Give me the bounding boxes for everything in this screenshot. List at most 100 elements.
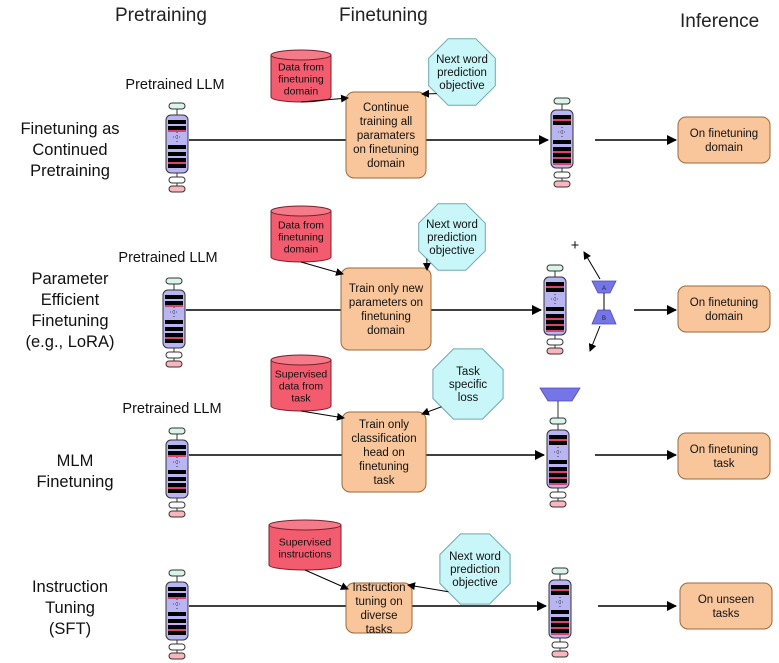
objective-text: loss [458,392,479,404]
data-to-process-arrow [300,94,349,103]
row-label: Finetuning [36,473,113,491]
finetuned-llm-icon [548,567,572,658]
process-text: paramaters [357,130,415,142]
inference-text: domain [705,142,743,154]
inference-box: On finetuning task [677,432,771,480]
inference-box: On finetuning domain [677,285,771,333]
lora-a-matrix [591,280,617,294]
process-text: Train only [359,419,409,431]
finetuning-process-box: Instruction tuning on diverse tasks [345,582,413,636]
row-label: Finetuning [31,312,108,330]
objective-text: Next word [449,551,501,563]
data-source-text: Supervised [275,369,328,381]
process-text: parameters on [349,297,423,309]
objective-text: objective [452,577,497,589]
pretrained-llm-icon [165,102,189,193]
data-source-text: Data from [278,62,324,74]
inference-text: On unseen [698,594,754,606]
objective-to-process-arrow [421,406,442,416]
process-text: Train only new [349,283,424,295]
pretrained-llm-label: Pretrained LLM [125,77,224,93]
row-label: Instruction [32,578,108,596]
process-text: training all [360,116,412,128]
objective-text: prediction [450,564,500,576]
objective-text: Next word [426,219,478,231]
inference-text: task [713,458,734,470]
classification-head [539,387,581,402]
data-source-text: domain [284,244,319,256]
row-label: Continued [32,141,107,159]
finetuned-llm-icon [546,417,570,508]
data-source-text: Data from [278,220,324,232]
process-text: Continue [363,102,409,114]
column-heading-inference: Inference [680,11,759,32]
pretrained-llm-icon [162,277,186,368]
process-text: finetuning [361,311,411,323]
rows-layer: Finetuning asContinuedPretrainingPretrai… [20,38,773,660]
objective-text: Next word [436,54,488,66]
objective-text: specific [449,379,488,391]
process-text: tuning on [355,596,402,608]
process-text: domain [367,158,405,170]
lora-up-arrow [583,251,601,280]
lora-sum-plus: + [571,238,579,254]
objective-text: prediction [427,232,477,244]
finetuned-llm-icon [550,97,574,188]
process-text: on finetuning [353,144,419,156]
data-source-text: Supervised [279,537,332,549]
data-source-text: task [291,393,311,405]
process-text: finetuning [359,461,409,473]
inference-text: tasks [713,608,740,620]
lora-a-label: A [602,286,606,292]
process-text: tasks [366,624,393,636]
data-to-process-arrow [304,569,349,590]
data-source-text: instructions [278,549,331,561]
data-to-process-arrow [300,261,344,276]
row-label: (e.g., LoRA) [26,333,115,351]
process-text: diverse [360,610,397,622]
lora-adapters: A B + [571,238,617,325]
inference-text: On finetuning [690,128,758,140]
row-label: Parameter [31,270,109,288]
process-text: task [373,475,394,487]
data-source-text: domain [284,86,319,98]
data-source-text: finetuning [278,74,324,86]
pretrained-llm-icon [165,569,189,660]
inference-text: domain [705,311,743,323]
pretrained-llm-icon [165,427,189,518]
lora-b-label: B [602,316,606,322]
objective-to-process-arrow [407,582,449,593]
column-heading-finetuning: Finetuning [339,5,428,26]
finetuning-process-box: Continue training all paramaters on finetun… [345,91,427,179]
inference-text: On finetuning [690,444,758,456]
lora-b-matrix [591,309,617,325]
pretrained-llm-label: Pretrained LLM [118,250,217,266]
objective-text: prediction [437,67,487,79]
lora-down-arrow [588,325,601,352]
process-text: Instruction [352,582,405,594]
row-1: Finetuning asContinuedPretrainingPretrai… [20,77,224,180]
inference-text: On finetuning [690,297,758,309]
row-label: Tuning [45,599,95,617]
row-label: Finetuning as [20,120,119,138]
inference-box: On unseen tasks [679,582,773,630]
finetuned-llm-icon [543,264,567,355]
pretrained-llm-label: Pretrained LLM [122,401,221,417]
data-source-text: data from [279,381,324,393]
data-to-process-arrow [300,410,345,421]
objective-text: Task [456,366,480,378]
objective-text: objective [429,245,474,257]
